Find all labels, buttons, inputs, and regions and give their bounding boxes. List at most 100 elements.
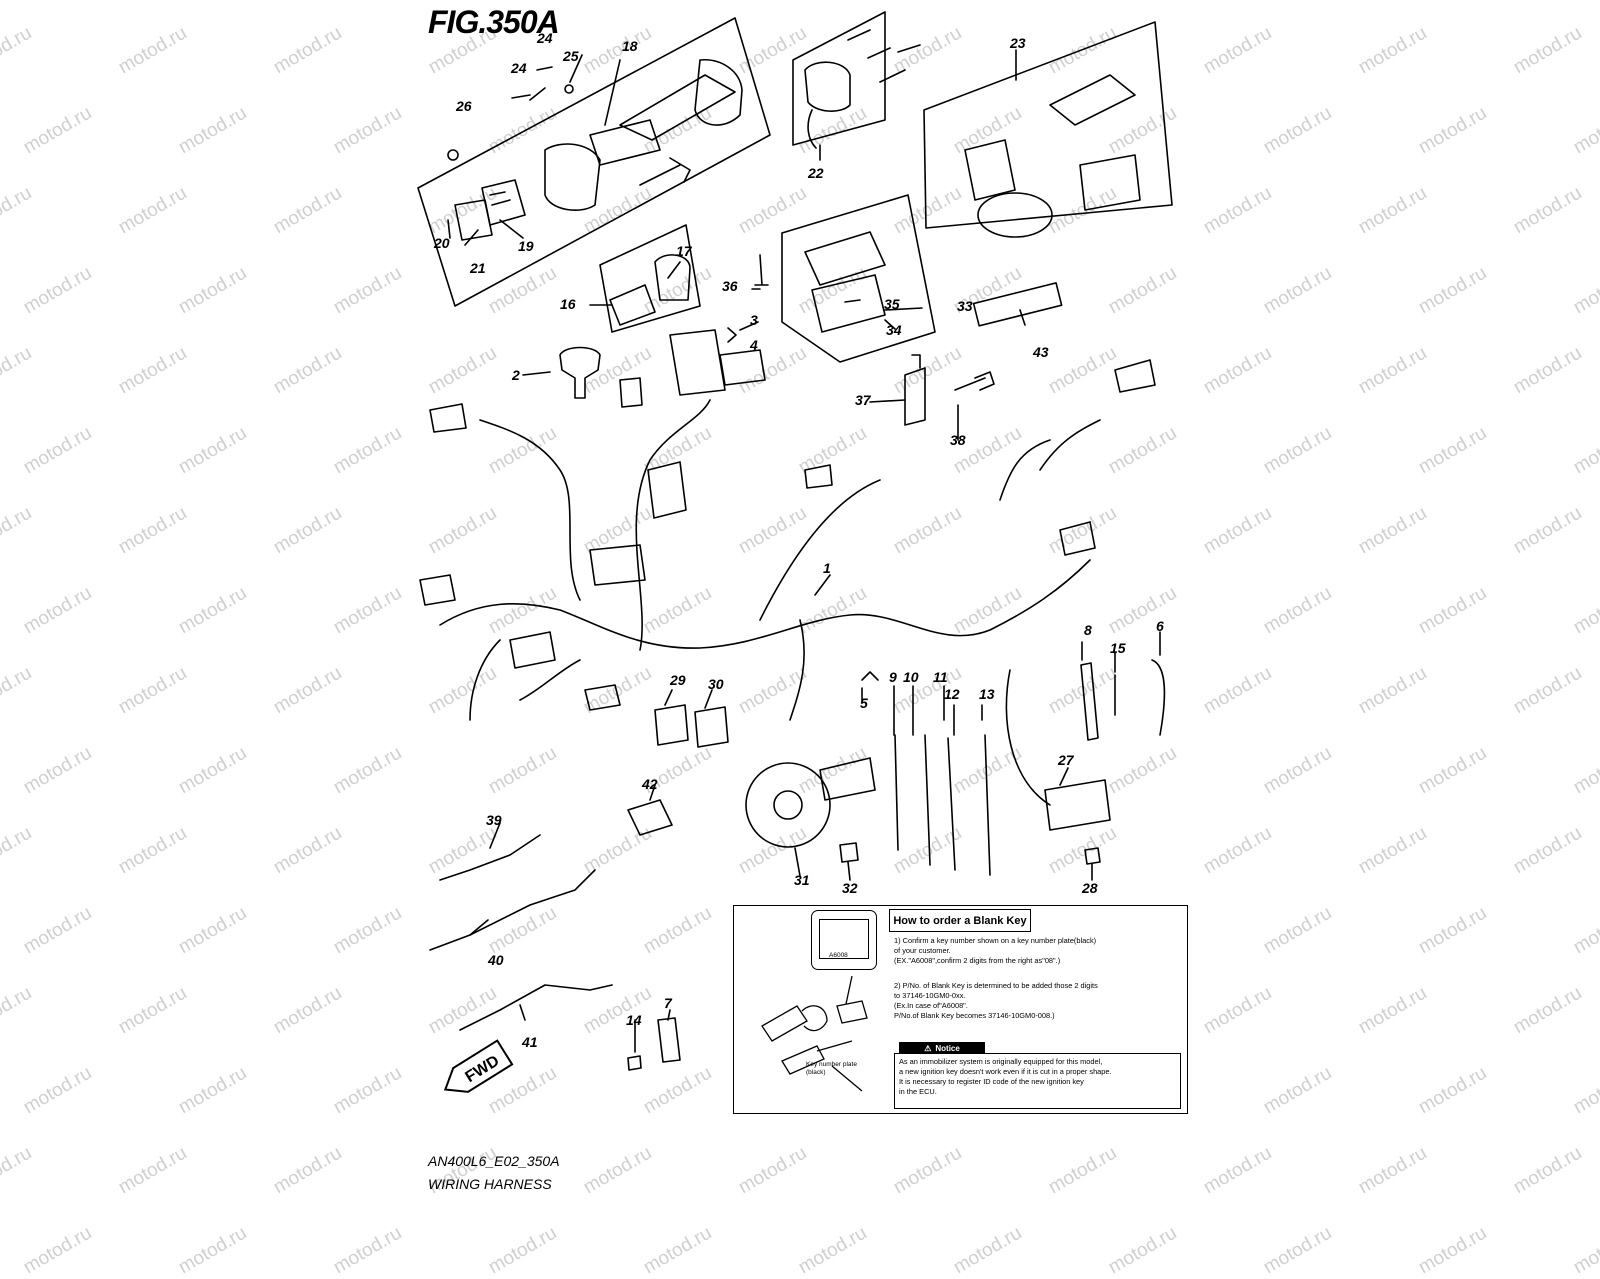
callout-38: 38 xyxy=(950,432,966,448)
bolt-14 xyxy=(627,1055,642,1071)
callout-7: 7 xyxy=(664,995,672,1011)
callout-10: 10 xyxy=(903,669,919,685)
watermark-text: motod.ru xyxy=(20,1222,96,1279)
step-1-line-3: (EX."A6008",confirm 2 digits from the ri… xyxy=(894,956,1061,965)
screw-36 xyxy=(754,254,769,286)
main-harness-1 xyxy=(439,559,1091,649)
callout-40: 40 xyxy=(488,952,504,968)
notice-line-1: As an immobilizer system is originally e… xyxy=(899,1057,1103,1066)
leader-lines xyxy=(447,49,1161,1053)
callout-4: 4 xyxy=(750,337,758,353)
callout-12: 12 xyxy=(944,686,960,702)
ignition-22 xyxy=(804,61,851,149)
callout-43: 43 xyxy=(1033,344,1049,360)
callout-6: 6 xyxy=(1156,618,1164,634)
meter-33 xyxy=(804,231,886,333)
figure-code: AN400L6_E02_350A xyxy=(428,1153,560,1169)
step-1-line-1: 1) Confirm a key number shown on a key n… xyxy=(894,936,1097,945)
bracket-7 xyxy=(657,1017,681,1063)
callout-17: 17 xyxy=(676,243,692,259)
callout-2: 2 xyxy=(512,367,520,383)
callout-26: 26 xyxy=(456,98,472,114)
watermark-text: motod.ru xyxy=(1105,1222,1181,1279)
relay-block xyxy=(669,329,766,396)
callout-28: 28 xyxy=(1082,880,1098,896)
bolt-38 xyxy=(954,371,995,391)
ring-21 xyxy=(454,199,493,241)
switch-37 xyxy=(904,354,926,426)
watermark-text: motod.ru xyxy=(640,1222,716,1279)
tie-12-13 xyxy=(984,734,991,876)
horn-31-center xyxy=(773,790,803,820)
harness-center-right xyxy=(759,479,881,621)
screw-24a xyxy=(511,66,553,99)
key-plate-code: A6008 xyxy=(829,952,848,959)
watermark-text: motod.ru xyxy=(1570,1222,1600,1279)
notice-line-2: a new ignition key doesn't work even if … xyxy=(899,1067,1112,1076)
notice-label: Notice xyxy=(935,1043,960,1053)
fuel-cap-23 xyxy=(977,192,1053,238)
figure-title: FIG.350A xyxy=(428,4,560,40)
warning-icon: ⚠ xyxy=(924,1043,932,1053)
watermark-text: motod.ru xyxy=(1260,1222,1336,1279)
callout-23: 23 xyxy=(1010,35,1026,51)
step-2-line-1: 2) P/No. of Blank Key is determined to b… xyxy=(894,981,1098,990)
callout-24b: 24 xyxy=(511,60,527,76)
bulb-35 xyxy=(844,299,861,303)
watermark-text: motod.ru xyxy=(1415,1222,1491,1279)
blank-key-info-box: How to order a Blank Key A6008 Key numbe… xyxy=(733,905,1188,1114)
callout-1: 1 xyxy=(823,560,831,576)
clip-3 xyxy=(727,327,737,343)
callout-31: 31 xyxy=(794,872,810,888)
horn-31 xyxy=(745,762,831,848)
step-1-line-2: of your customer. xyxy=(894,946,951,955)
watermark-text: motod.ru xyxy=(485,1222,561,1279)
group-box-23 xyxy=(923,21,1173,229)
connector-block xyxy=(419,359,1156,711)
callout-24a: 24 xyxy=(537,30,553,46)
callout-16: 16 xyxy=(560,296,576,312)
bolt-26 xyxy=(447,149,459,161)
harness-center-up xyxy=(635,399,711,651)
callout-13: 13 xyxy=(979,686,995,702)
keys-22 xyxy=(847,29,921,83)
callout-20: 20 xyxy=(434,235,450,251)
lock-assembly-18 xyxy=(544,59,743,211)
callout-27: 27 xyxy=(1058,752,1074,768)
callout-25: 25 xyxy=(563,48,579,64)
figure-name: WIRING HARNESS xyxy=(428,1176,552,1192)
connector-39-40-41 xyxy=(429,834,613,1031)
callout-41: 41 xyxy=(522,1034,538,1050)
clip-5 xyxy=(861,671,879,681)
callout-39: 39 xyxy=(486,812,502,828)
washer-25 xyxy=(564,84,574,94)
part-43-strip xyxy=(972,282,1063,327)
bolt-28 xyxy=(1084,847,1101,865)
callout-34: 34 xyxy=(886,322,902,338)
harness-to-27 xyxy=(1005,669,1051,806)
watermark-text: motod.ru xyxy=(330,1222,406,1279)
watermark-text: motod.ru xyxy=(950,1222,1026,1279)
lock-set-23 xyxy=(964,74,1141,211)
group-box-22 xyxy=(792,11,886,146)
ignition-key-icon xyxy=(761,975,868,1092)
bracket-8 xyxy=(1080,662,1099,741)
bolt-32 xyxy=(839,842,859,863)
ties-9-10-11 xyxy=(894,734,956,871)
callout-37: 37 xyxy=(855,392,871,408)
step-2-line-3: (Ex.In case of"A6008". xyxy=(894,1001,968,1010)
callout-14: 14 xyxy=(626,1012,642,1028)
callout-11: 11 xyxy=(933,669,948,685)
exploded-parts-diagram xyxy=(417,11,1173,1071)
cap-17 xyxy=(654,254,691,301)
notice-box: As an immobilizer system is originally e… xyxy=(894,1053,1181,1109)
notice-header: ⚠ Notice xyxy=(899,1042,985,1054)
callout-42: 42 xyxy=(642,776,658,792)
callout-22: 22 xyxy=(808,165,824,181)
callout-33: 33 xyxy=(957,298,973,314)
callout-29: 29 xyxy=(670,672,686,688)
group-box-18 xyxy=(417,17,771,307)
group-box-33 xyxy=(781,194,936,363)
callout-30: 30 xyxy=(708,676,724,692)
harness-to-horn xyxy=(789,619,805,721)
